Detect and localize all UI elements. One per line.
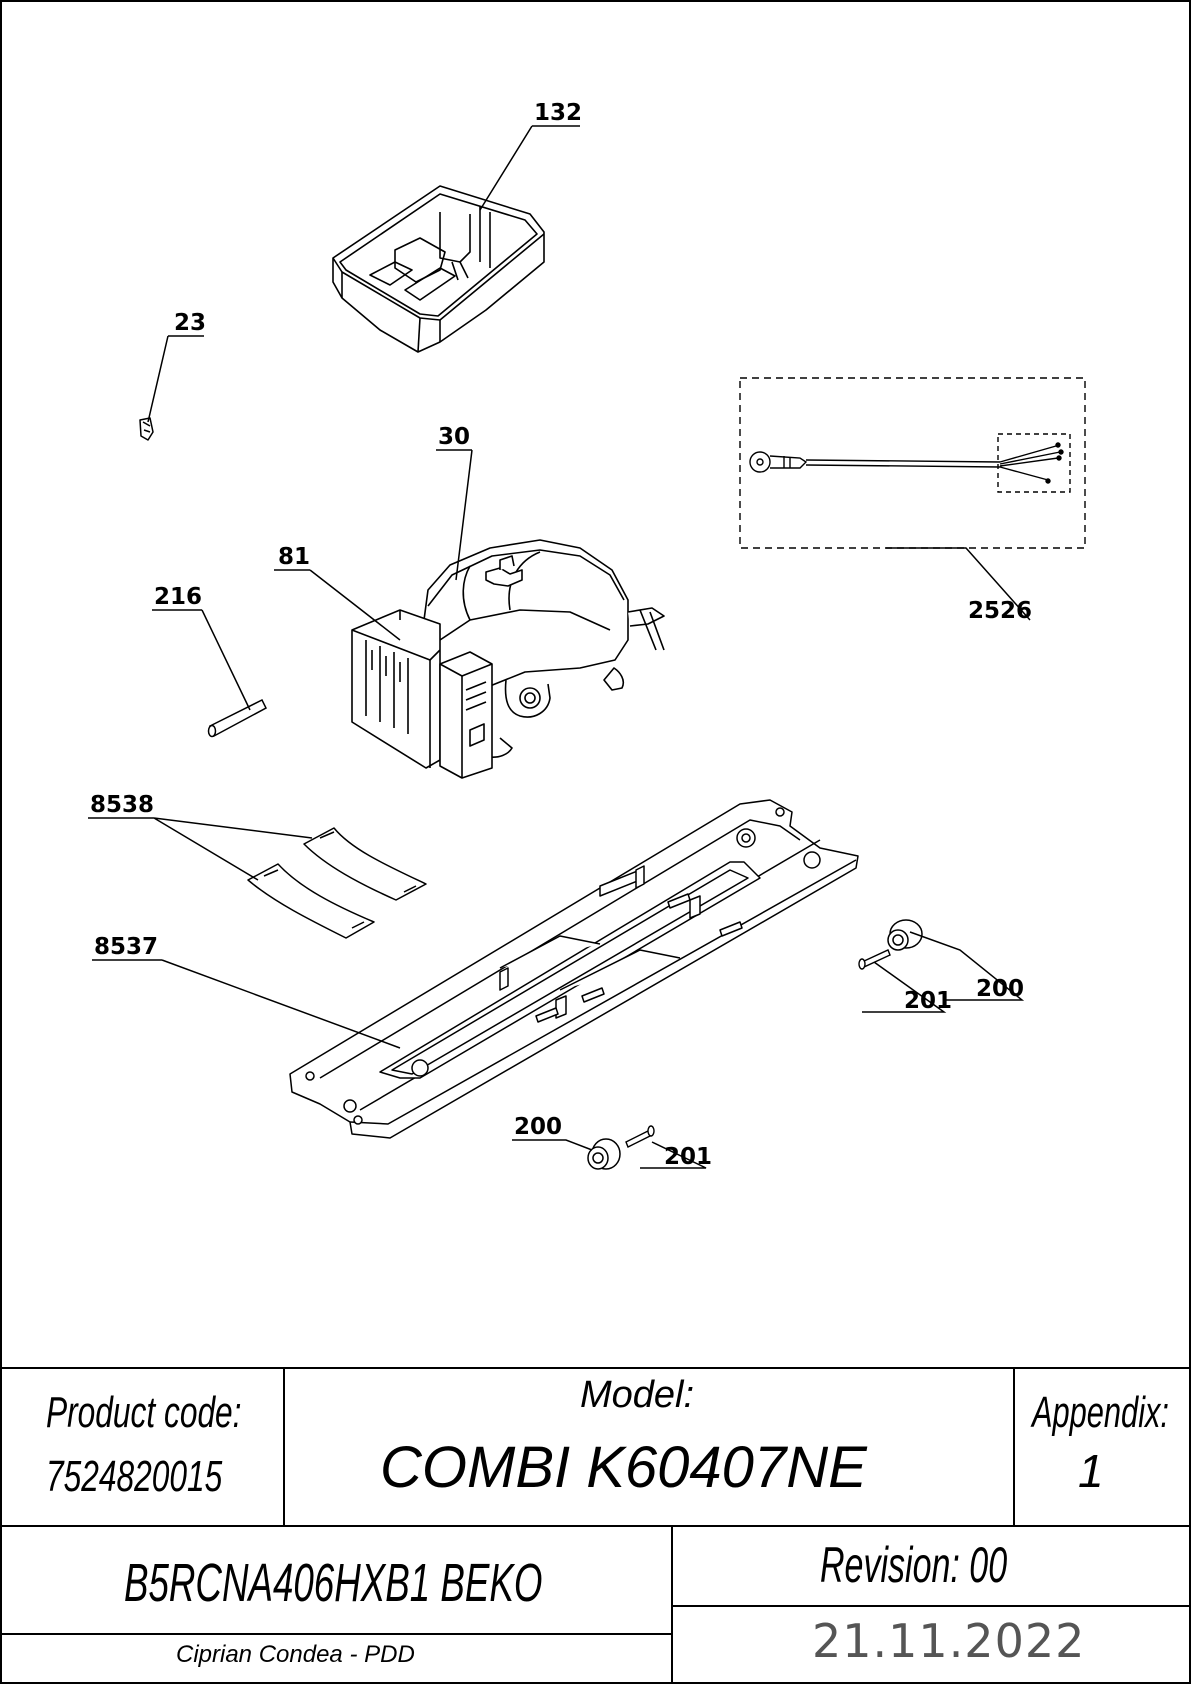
part-200-grommet-bottom — [587, 1138, 621, 1170]
author: Ciprian Condea - PDD — [176, 1641, 415, 1668]
part-2526-power-cable — [739, 377, 1086, 549]
revision: Revision: 00 — [820, 1537, 1008, 1593]
part-81-relay-box — [351, 609, 493, 779]
title-block-grid — [1, 1367, 1190, 1683]
callout-200-bottom: 200 — [514, 1114, 562, 1140]
appendix-value: 1 — [1078, 1445, 1104, 1497]
callout-8537: 8537 — [94, 934, 158, 960]
part-200-grommet-right — [887, 919, 923, 951]
part-132-drip-tray — [332, 185, 545, 353]
product-code-value: 7524820015 — [46, 1452, 223, 1501]
callout-30: 30 — [438, 424, 470, 450]
model-value: COMBI K60407NE — [380, 1435, 867, 1500]
product-name: B5RCNA406HXB1 BEKO — [124, 1553, 543, 1613]
callout-23: 23 — [174, 310, 206, 336]
model-label: Model: — [580, 1374, 695, 1416]
part-201-bolt-bottom — [625, 1125, 655, 1148]
callout-201-bottom: 201 — [664, 1144, 712, 1170]
callout-132: 132 — [534, 100, 582, 126]
part-23-clip — [139, 417, 154, 441]
part-8538-pads — [247, 827, 427, 939]
callout-200-right: 200 — [976, 976, 1024, 1002]
part-201-bolt-right — [858, 949, 891, 970]
callout-201-right: 201 — [904, 988, 952, 1014]
callout-8538: 8538 — [90, 792, 154, 818]
part-216-pin — [207, 698, 267, 738]
callout-216: 216 — [154, 584, 202, 610]
callout-81: 81 — [278, 544, 310, 570]
callout-leaders — [88, 125, 1031, 1169]
callout-2526: 2526 — [968, 598, 1032, 624]
date: 21.11.2022 — [812, 1614, 1086, 1668]
appendix-label: Appendix: — [1032, 1388, 1169, 1437]
part-8537-base-plate — [289, 799, 859, 1139]
product-code-label: Product code: — [46, 1388, 242, 1437]
